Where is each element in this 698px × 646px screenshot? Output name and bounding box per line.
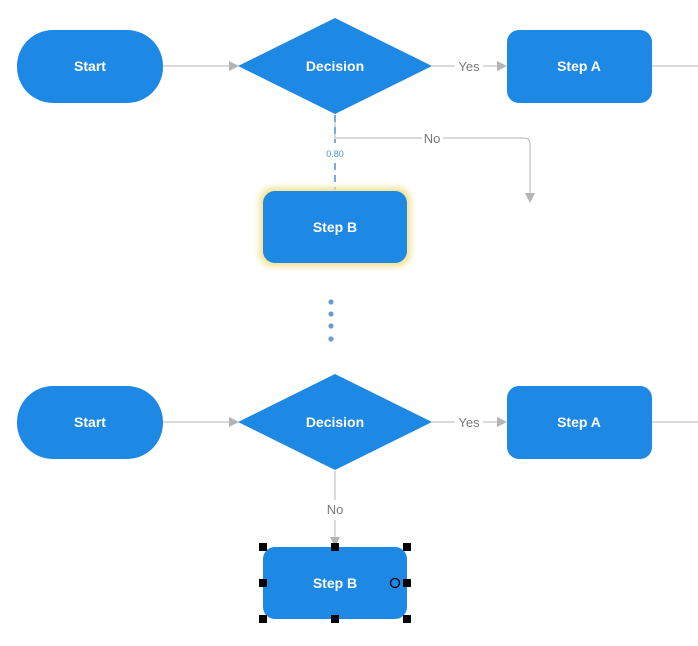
edge-label-yes: Yes <box>458 59 480 74</box>
edge-decision-no-path-tail[interactable] <box>443 137 535 203</box>
step-a-node[interactable]: Step A <box>507 386 652 459</box>
decision-node[interactable]: Decision <box>238 18 432 114</box>
resize-handle-right[interactable] <box>403 579 411 587</box>
step-a-node[interactable]: Step A <box>507 30 652 103</box>
resize-handle-top[interactable] <box>331 543 339 551</box>
resize-handle-bottom[interactable] <box>331 615 339 623</box>
decision-node-label: Decision <box>306 58 364 74</box>
edge-label-yes: Yes <box>458 415 480 430</box>
resize-handle-top-right[interactable] <box>403 543 411 551</box>
selection-handles[interactable] <box>259 543 411 623</box>
start-node[interactable]: Start <box>17 386 163 459</box>
diagram-after: Yes No Start Decision Step A Step B <box>17 374 698 623</box>
connection-port-icon[interactable] <box>389 577 401 589</box>
step-b-node-highlighted[interactable]: Step B <box>259 187 411 267</box>
start-node[interactable]: Start <box>17 30 163 103</box>
step-b-node-label: Step B <box>313 575 357 591</box>
decision-node-label: Decision <box>306 414 364 430</box>
start-node-label: Start <box>74 58 106 74</box>
diagram-before: Yes No 0.80 Start Decision Step A Step B <box>17 18 698 267</box>
resize-handle-top-left[interactable] <box>259 543 267 551</box>
decision-node[interactable]: Decision <box>238 374 432 470</box>
start-node-label: Start <box>74 414 106 430</box>
step-a-node-label: Step A <box>557 58 601 74</box>
step-b-node-selected[interactable]: Step B <box>263 547 407 619</box>
snap-value-label: 0.80 <box>326 149 344 159</box>
edge-label-no: No <box>424 131 441 146</box>
step-a-node-label: Step A <box>557 414 601 430</box>
edge-decision-no-path[interactable] <box>334 115 422 139</box>
resize-handle-left[interactable] <box>259 579 267 587</box>
resize-handle-bottom-right[interactable] <box>403 615 411 623</box>
step-b-node-label: Step B <box>313 219 357 235</box>
resize-handle-bottom-left[interactable] <box>259 615 267 623</box>
vertical-ellipsis-icon <box>328 299 334 342</box>
edge-label-no: No <box>327 502 344 517</box>
